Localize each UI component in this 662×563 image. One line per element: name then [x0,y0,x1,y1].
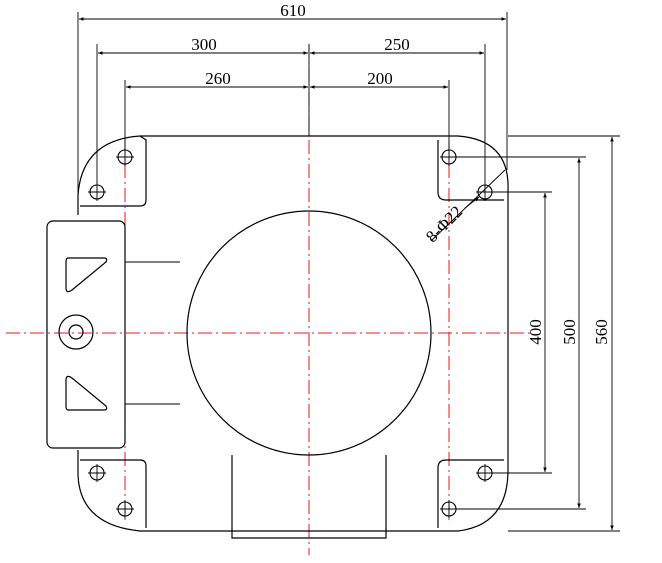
dim-400-label: 400 [526,319,545,345]
bracket-boss-outer [58,314,94,350]
corner-pad-top-right [437,140,504,201]
hole-callout-label: 8-Φ22 [422,202,466,246]
hole-bl-inner [116,500,134,518]
dim-200-label: 200 [367,69,393,88]
plate-outline [46,135,509,539]
dim-260-label: 260 [205,69,231,88]
bracket-slot-lower [65,375,108,411]
dim-610-label: 610 [280,1,306,20]
corner-pad-bottom-left [80,459,147,528]
dim-560-label: 560 [592,319,611,345]
dimension-lines [79,17,614,530]
dim-500-label: 500 [560,319,579,345]
hole-tl-inner [116,148,134,166]
dim-300-label: 300 [191,35,217,54]
hole-tr-inner [440,148,458,166]
hole-br-inner [440,500,458,518]
corner-pads [80,135,504,528]
corner-pad-bottom-right [437,459,504,528]
bracket-boss-inner [68,324,84,340]
dim-250-label: 250 [384,35,410,54]
centerlines [6,44,530,555]
central-bore [186,210,432,456]
bottom-channel [231,455,387,539]
hole-tl-outer [88,183,106,201]
extension-lines [77,12,620,532]
bracket-slot-upper [65,257,108,293]
corner-pad-top-left [80,135,147,207]
mounting-holes [88,148,494,518]
hole-bl-outer [88,464,106,482]
hole-br-outer [476,464,494,482]
hole-tr-outer [476,183,494,201]
hole-callout-arrow [464,196,480,209]
